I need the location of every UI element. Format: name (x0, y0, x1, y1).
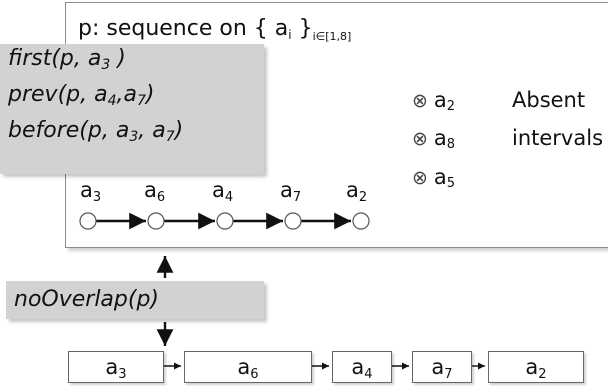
sequence-node-label: a4 (212, 178, 234, 205)
sequence-node (284, 212, 302, 230)
no-overlap-constraint: noOverlap(p) (6, 281, 264, 319)
sequence-functions-panel: first(p, a3 ) prev(p, a4,a7) before(p, a… (0, 44, 264, 174)
absent-label: intervals (512, 126, 604, 150)
interval-box: a3 (68, 351, 164, 383)
sequence-node (147, 212, 165, 230)
sequence-node (216, 212, 234, 230)
sequence-node-label: a6 (144, 178, 166, 205)
absent-item: ⊗a5 (412, 165, 456, 191)
absent-label: Absent (512, 88, 586, 112)
otimes-icon: ⊗ (412, 90, 428, 112)
sequence-node (79, 212, 97, 230)
function-before: before(p, a3, a7) (8, 118, 184, 145)
sequence-title: p: sequence on { ai }i∈[1,8] (78, 16, 352, 43)
interval-box: a6 (184, 351, 312, 383)
sequence-node (352, 212, 370, 230)
absent-item: ⊗a2 (412, 88, 456, 114)
sequence-node-label: a7 (280, 178, 302, 205)
otimes-icon: ⊗ (412, 128, 428, 150)
interval-box: a2 (488, 351, 584, 383)
sequence-node-label: a2 (346, 178, 368, 205)
interval-box: a7 (412, 351, 472, 383)
absent-item: ⊗a8 (412, 126, 456, 152)
otimes-icon: ⊗ (412, 167, 428, 189)
function-first: first(p, a3 ) (8, 46, 126, 73)
interval-box: a4 (332, 351, 392, 383)
function-prev: prev(p, a4,a7) (8, 82, 155, 109)
sequence-node-label: a3 (80, 178, 102, 205)
